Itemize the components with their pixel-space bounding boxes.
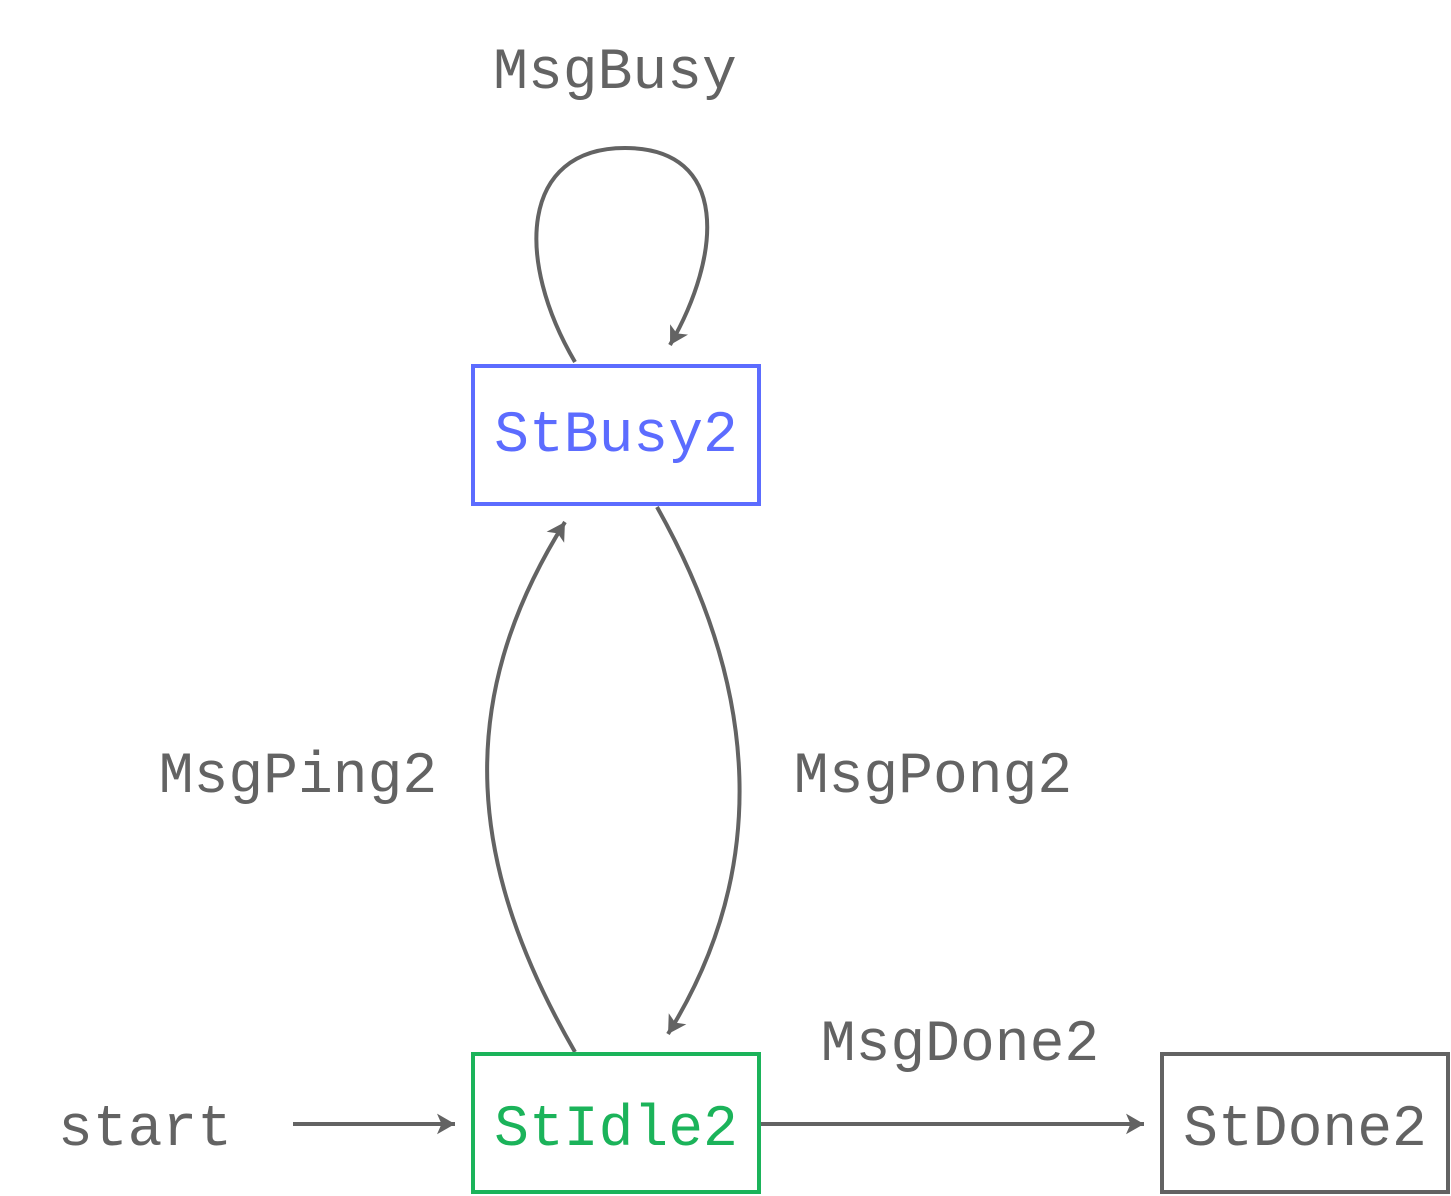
label-msgping2: MsgPing2 [159, 745, 437, 810]
state-stbusy2-label: StBusy2 [494, 404, 738, 469]
label-msgdone2: MsgDone2 [821, 1013, 1099, 1078]
edge-ping [485, 520, 577, 1053]
edge-busy-self [534, 145, 710, 364]
state-stidle2-label: StIdle2 [494, 1098, 738, 1163]
label-msgpong2: MsgPong2 [794, 745, 1072, 810]
state-stdone2-label: StDone2 [1183, 1098, 1427, 1163]
state-stbusy2: StBusy2 [471, 364, 761, 506]
label-start: start [58, 1098, 232, 1163]
state-stidle2: StIdle2 [471, 1052, 761, 1194]
edge-pong [655, 506, 742, 1036]
state-stdone2: StDone2 [1160, 1052, 1450, 1194]
label-msgbusy: MsgBusy [493, 41, 737, 106]
